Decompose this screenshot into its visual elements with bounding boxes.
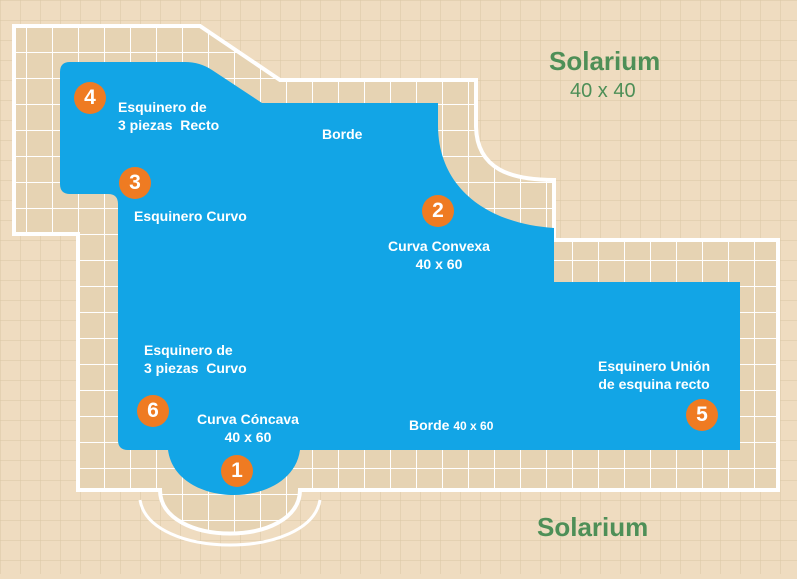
solarium-top-size: 40 x 40 bbox=[570, 80, 636, 102]
solarium-top-label: Solarium bbox=[549, 46, 661, 76]
label-esquinero-3-curvo: Esquinero de 3 piezas Curvo bbox=[144, 341, 247, 377]
label-borde-bottom: Borde 40 x 60 bbox=[409, 416, 493, 435]
label-borde-top: Borde bbox=[322, 126, 363, 142]
label-curva-concava-line2: 40 x 60 bbox=[224, 429, 272, 445]
label-esquinero-union-line1: Esquinero Unión bbox=[598, 358, 710, 374]
label-curva-convexa-line2: 40 x 60 bbox=[415, 256, 463, 272]
label-esquinero-3-recto-line1: Esquinero de bbox=[118, 99, 207, 115]
label-esquinero-3-recto: Esquinero de 3 piezas Recto bbox=[118, 98, 219, 134]
badge-4: 4 bbox=[74, 82, 106, 114]
label-esquinero-union-line2: de esquina recto bbox=[598, 376, 710, 392]
label-curva-convexa-line1: Curva Convexa bbox=[388, 238, 490, 254]
solarium-bottom-label: Solarium bbox=[537, 512, 649, 542]
badge-6: 6 bbox=[137, 395, 169, 427]
label-esquinero-3-recto-line2: 3 piezas Recto bbox=[118, 117, 220, 133]
badge-1: 1 bbox=[221, 455, 253, 487]
label-borde-bottom-text: Borde bbox=[409, 417, 450, 433]
label-curva-convexa: Curva Convexa 40 x 60 bbox=[372, 237, 506, 273]
pool-water bbox=[60, 62, 740, 495]
label-curva-concava-line1: Curva Cóncava bbox=[197, 411, 299, 427]
label-borde-bottom-size: 40 x 60 bbox=[453, 419, 494, 433]
label-esquinero-3-curvo-line2: 3 piezas Curvo bbox=[144, 360, 247, 376]
label-esquinero-3-curvo-line1: Esquinero de bbox=[144, 342, 233, 358]
badge-3: 3 bbox=[119, 167, 151, 199]
label-esquinero-union: Esquinero Unión de esquina recto bbox=[584, 357, 724, 393]
badge-2: 2 bbox=[422, 195, 454, 227]
label-esquinero-curvo: Esquinero Curvo bbox=[134, 208, 247, 224]
badge-5: 5 bbox=[686, 399, 718, 431]
label-curva-concava: Curva Cóncava 40 x 60 bbox=[188, 410, 308, 446]
